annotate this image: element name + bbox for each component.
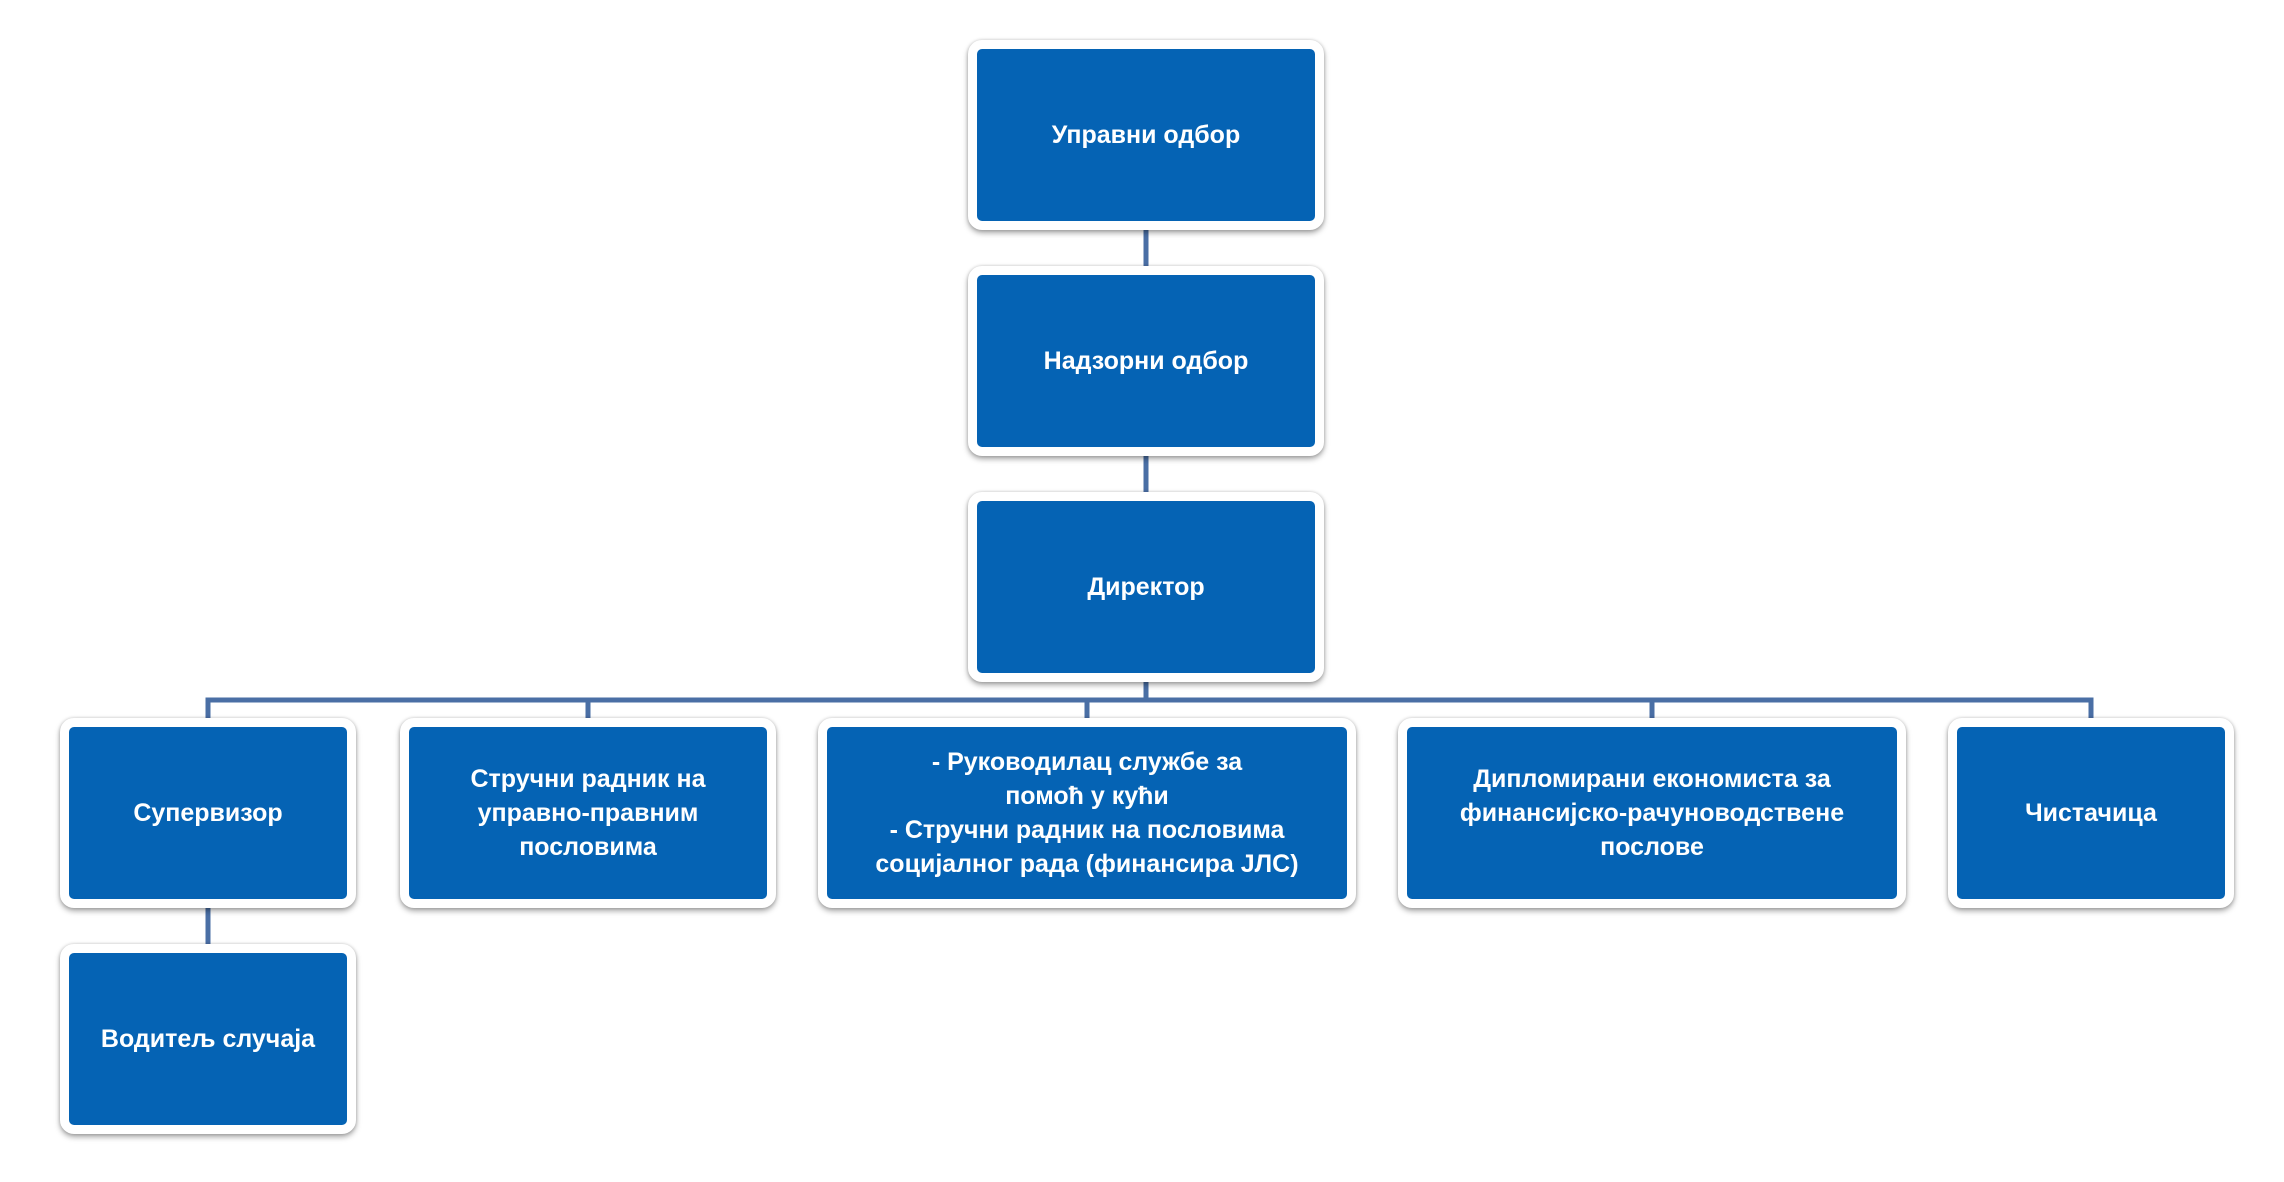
node-label-ekonomista: Дипломирани економиста за финансијско-ра… (1459, 765, 1845, 861)
node-ekonomista: Дипломирани економиста за финансијско-ра… (1398, 718, 1906, 908)
node-label-rukovodilac: - Руководилац службе за помоћ у кући - С… (875, 748, 1299, 878)
node-label-strucni-radnik: Стручни радник на управно-правним послов… (470, 765, 706, 861)
node-nadzorni-odbor: Надзорни одбор (968, 266, 1324, 456)
node-rukovodilac: - Руководилац службе за помоћ у кући - С… (818, 718, 1356, 908)
node-direktor: Директор (968, 492, 1324, 682)
node-label-cistacica: Чистачица (2025, 799, 2157, 827)
node-voditelj-slucaja: Водитељ случаја (60, 944, 356, 1134)
node-label-direktor: Директор (1087, 573, 1205, 601)
node-cistacica: Чистачица (1948, 718, 2234, 908)
node-label-voditelj-slucaja: Водитељ случаја (100, 1025, 316, 1053)
node-strucni-radnik: Стручни радник на управно-правним послов… (400, 718, 776, 908)
node-supervizor: Супервизор (60, 718, 356, 908)
node-label-supervizor: Супервизор (133, 799, 283, 827)
node-upravni-odbor: Управни одбор (968, 40, 1324, 230)
node-label-upravni-odbor: Управни одбор (1051, 121, 1241, 149)
node-label-nadzorni-odbor: Надзорни одбор (1043, 347, 1249, 375)
